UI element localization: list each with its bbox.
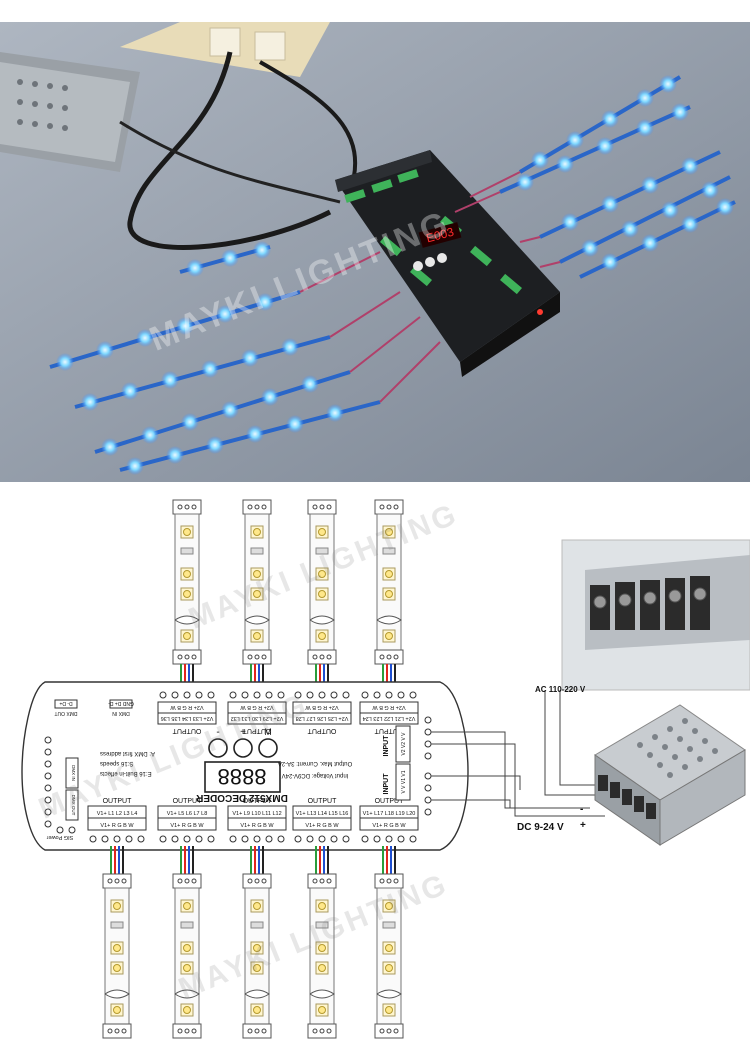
dc-plus-label: + xyxy=(580,820,586,831)
top-out-1-channels: V2+ L33 L34 L35 L36 xyxy=(161,715,214,721)
sig-power-label: SIG Power xyxy=(47,834,74,840)
top-out-3-channels: V2+ L25 L26 L27 L28 xyxy=(296,715,349,721)
button-m-label: M xyxy=(264,727,272,737)
dmx-in-label: DMX IN xyxy=(112,710,130,716)
dmx-in-side-label: DMX IN xyxy=(71,765,76,781)
wiring-diagram: V2+ R G B W V2+ L33 L34 L35 L36 OUTPUT V… xyxy=(0,490,750,1054)
product-photo: E003 xyxy=(0,22,750,482)
bottom-out-2-title: OUTPUT xyxy=(173,798,203,805)
led-strips-photo xyxy=(49,75,736,475)
top-out-3-title: OUTPUT xyxy=(307,727,337,734)
ac-voltage-label: AC 110-220 V xyxy=(535,685,586,694)
bottom-out-1-pins: V1+ R G B W xyxy=(100,823,134,829)
dc-minus-label: - xyxy=(580,804,583,815)
decoder-buttons: - + M xyxy=(208,727,278,758)
bottom-out-4-channels: V1+ L13 L14 L15 L16 xyxy=(296,811,349,817)
bottom-out-1-title: OUTPUT xyxy=(103,798,133,805)
button-plus-label: + xyxy=(240,727,246,738)
power-supply-closeup xyxy=(561,539,750,691)
feature-s: S:16 speeds xyxy=(100,760,133,766)
photo-illustration: E003 xyxy=(0,22,750,482)
top-out-3-pins: V2+ R G B W xyxy=(305,704,339,710)
bottom-out-1-channels: V1+ L1 L2 L3 L4 xyxy=(97,811,138,817)
bottom-out-3-title: OUTPUT xyxy=(243,798,273,805)
bottom-out-4-title: OUTPUT xyxy=(308,798,338,805)
top-out-4-title: OUTPUT xyxy=(374,727,404,734)
segment-display xyxy=(204,761,281,793)
power-supply-unit xyxy=(594,704,746,846)
bottom-out-3-pins: V1+ R G B W xyxy=(240,823,274,829)
bottom-out-4-pins: V1+ R G B W xyxy=(305,823,339,829)
input-label-bottom: INPUT xyxy=(383,773,390,795)
bottom-out-3-channels: V1+ L9 L10 L11 L12 xyxy=(232,811,281,817)
top-out-4-channels: V2+ L21 L22 L23 L24 xyxy=(363,715,416,721)
segment-display-digits: 8888 xyxy=(218,764,267,789)
input-pins-bottom: V V V1 V1 xyxy=(401,770,407,793)
top-out-2-pins: V2+ R G B W xyxy=(240,704,274,710)
dc-voltage-label: DC 9-24 V xyxy=(517,822,564,833)
bottom-out-2-channels: V1+ L5 L6 L7 L8 xyxy=(167,811,208,817)
input-label-top: INPUT xyxy=(383,735,390,757)
feature-a: A: DMX first address xyxy=(100,750,155,756)
bottom-out-5-channels: V1+ L17 L18 L19 L20 xyxy=(363,811,416,817)
dmx-out-side-label: DMX OUT xyxy=(71,795,76,816)
wiring-diagram-svg: V2+ R G B W V2+ L33 L34 L35 L36 OUTPUT V… xyxy=(21,499,750,1039)
input-voltage-label: Input Voltage: DC9V-24V xyxy=(282,772,349,778)
output-current-label: Output Max. Current: 3A-2A xyxy=(278,760,352,766)
top-out-2-channels: V2+ L29 L30 L31 L32 xyxy=(231,715,284,721)
dmx-in-pins: GND D+ D- xyxy=(108,700,134,706)
top-out-1-title: OUTPUT xyxy=(172,727,202,734)
decoder-board: V2+ R G B W V2+ L33 L34 L35 L36 OUTPUT V… xyxy=(21,681,469,851)
bottom-out-5-title: OUTPUT xyxy=(375,798,405,805)
bottom-out-5-pins: V1+ R G B W xyxy=(372,823,406,829)
decoder-box-photo: E003 xyxy=(335,150,560,377)
top-out-2-title: OUTPUT xyxy=(242,727,272,734)
power-wires xyxy=(431,690,605,817)
top-out-1-pins: V2+ R G B W xyxy=(170,704,204,710)
decoder-title: DMX512 DECODER xyxy=(195,792,287,803)
dmx-out-label: DMX OUT xyxy=(54,710,77,716)
input-pins-top: V2 V2 V V xyxy=(401,732,407,756)
feature-e: E:16 Built-in effects xyxy=(100,770,152,776)
button-minus-label: - xyxy=(216,727,219,738)
bottom-out-2-pins: V1+ R G B W xyxy=(170,823,204,829)
dmx-out-pins: D- D+ xyxy=(59,700,72,706)
top-out-4-pins: V2+ R G B W xyxy=(372,704,406,710)
